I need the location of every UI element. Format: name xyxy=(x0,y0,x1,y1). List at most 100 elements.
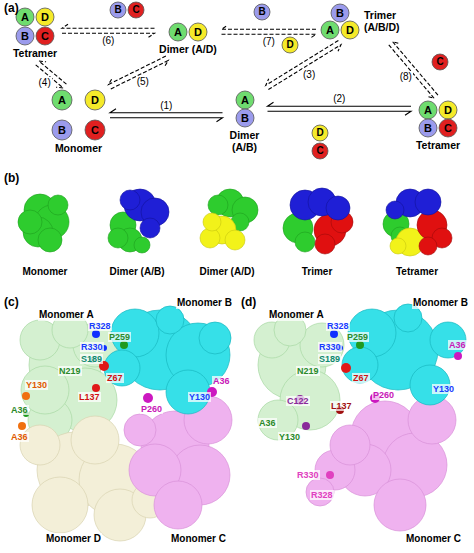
subunit-circle: D xyxy=(281,36,299,54)
circle-shape xyxy=(189,23,207,41)
label-holder: Tetramer xyxy=(395,266,439,278)
circle-shape xyxy=(321,21,339,39)
subunit-letter: C xyxy=(41,30,49,43)
circle-shape xyxy=(236,91,254,109)
reaction-arrow xyxy=(36,61,67,88)
subunit-circle: A xyxy=(235,90,255,110)
surface-chain-c xyxy=(374,479,426,531)
surface-chain-c xyxy=(124,414,156,446)
label-holder: Y130 xyxy=(25,380,48,390)
reaction-number: (4) xyxy=(37,77,51,88)
subunit-circle: C xyxy=(438,118,458,138)
label-holder: Monomer C xyxy=(170,533,227,545)
subunit-circle: B xyxy=(418,118,438,138)
label-holder: Y130 xyxy=(188,392,211,402)
label-holder: Monomer C xyxy=(405,533,462,545)
circle-shape xyxy=(439,119,457,137)
surface-blue xyxy=(140,218,160,238)
label-holder: Monomer D xyxy=(45,533,102,545)
label-holder: (c) xyxy=(3,296,20,310)
subunit-letter: B xyxy=(424,122,432,135)
subunit-letter: B xyxy=(258,6,265,18)
surface-chain-d xyxy=(20,425,60,465)
surface-chain-b xyxy=(104,306,231,414)
circle-shape xyxy=(16,27,34,45)
residue-spot xyxy=(18,422,26,430)
reaction-number: (8) xyxy=(399,71,413,82)
subunit-letter: C xyxy=(444,122,452,135)
residue-label: P260 xyxy=(140,404,163,414)
residue-label: Y130 xyxy=(278,432,301,442)
subunit-circle: D xyxy=(438,100,458,120)
species-name: Dimer (A/D) xyxy=(159,43,218,55)
label-holder: Z67 xyxy=(106,373,124,383)
residue-label: R330 xyxy=(296,470,320,480)
label-holder: A36 xyxy=(448,340,467,350)
subunit-circle: A xyxy=(51,89,73,111)
label-holder: R328 xyxy=(88,321,112,331)
circle-shape xyxy=(85,90,105,110)
label-holder: (b) xyxy=(3,172,20,186)
species-name: Monomer xyxy=(54,142,103,154)
residue-spot xyxy=(143,393,153,403)
label-holder: P260 xyxy=(140,404,163,414)
surface-red xyxy=(315,234,335,254)
surface-chain-c xyxy=(124,396,232,529)
label-holder: R330 xyxy=(296,470,320,480)
panel-letter: (a) xyxy=(3,2,20,16)
species-group: MonomerADBC xyxy=(50,88,107,156)
circle-shape xyxy=(36,27,54,45)
surface-chain-b xyxy=(156,306,184,334)
residue-spot xyxy=(341,363,351,373)
circle-shape xyxy=(432,54,448,70)
label-holder: A36 xyxy=(10,405,29,415)
reaction-number: (7) xyxy=(262,36,276,47)
circle-shape xyxy=(341,21,359,39)
subunit-letter: D xyxy=(194,26,202,39)
residue-spot xyxy=(18,330,217,430)
residue-spot xyxy=(454,352,462,360)
surface-red xyxy=(417,210,452,255)
label-holder: R330 xyxy=(80,342,104,352)
label-holder: P260 xyxy=(372,390,395,400)
residue-label: N219 xyxy=(58,366,82,376)
panel-letter: (d) xyxy=(240,296,257,310)
subunit-letter: D xyxy=(41,11,49,24)
residue-label: S189 xyxy=(80,354,103,364)
circle-shape xyxy=(110,2,126,18)
subunit-letter: A xyxy=(174,26,182,39)
residue-label: Y130 xyxy=(432,384,455,394)
subunit-letter: D xyxy=(286,39,293,51)
subunit-letter: A xyxy=(58,94,66,107)
subunit-letter: A xyxy=(21,11,29,24)
residue-spot xyxy=(302,422,310,430)
residue-label: A36 xyxy=(212,376,231,386)
circle-shape xyxy=(439,101,457,119)
label-holder: Monomer B xyxy=(176,297,233,309)
label-holder: (d) xyxy=(240,296,257,310)
chain-label: Monomer C xyxy=(170,533,227,545)
residue-label: A36 xyxy=(258,418,277,428)
subunit-circle: B xyxy=(330,3,350,23)
label-holder: L137 xyxy=(78,392,101,402)
residue-label: P260 xyxy=(372,390,395,400)
residue-label: S189 xyxy=(318,354,341,364)
surface-green xyxy=(18,194,69,252)
subunit-letter: B xyxy=(21,30,29,43)
chain-label: Monomer C xyxy=(405,533,462,545)
circle-shape xyxy=(36,8,54,26)
surface-blue xyxy=(120,190,140,210)
label-holder: (a) xyxy=(3,2,20,16)
surface-blue xyxy=(415,189,441,215)
circle-shape xyxy=(419,101,437,119)
label-holder: A36 xyxy=(258,418,277,428)
label-holder: Monomer A xyxy=(268,309,325,321)
circle-shape xyxy=(52,90,72,110)
residue-label: R328 xyxy=(88,321,112,331)
label-holder: (1) xyxy=(159,100,173,111)
reaction-number: (2) xyxy=(332,93,346,104)
subunit-circle: A xyxy=(320,20,340,40)
surface-chain-b xyxy=(342,347,378,383)
structure-caption: Dimer (A/D) xyxy=(198,266,255,278)
